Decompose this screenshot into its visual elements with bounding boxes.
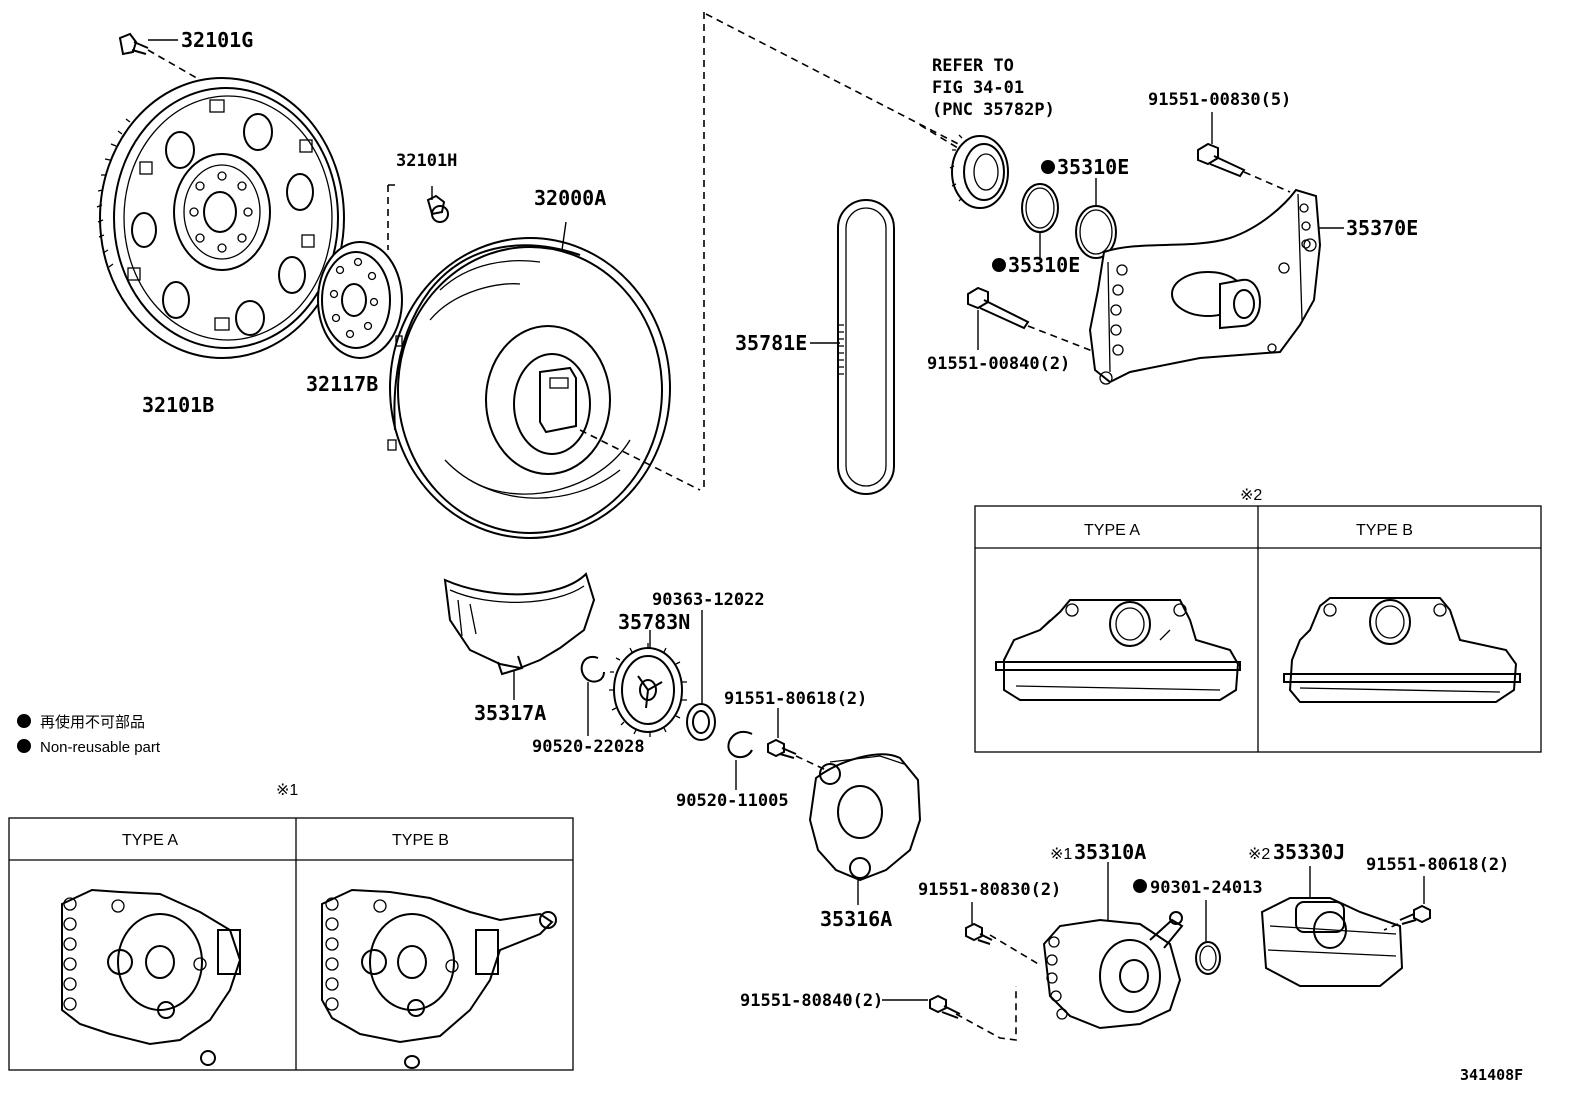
diagram-id: 341408F	[1460, 1066, 1523, 1084]
cover-35316a	[808, 753, 922, 882]
bracket-35370e	[1088, 188, 1322, 385]
label-35310a: 35310A	[1074, 840, 1146, 864]
chain-35781e	[837, 199, 895, 495]
label-refer-2: FIG 34-01	[932, 78, 1024, 98]
o-ring-90301-24013	[1195, 941, 1221, 975]
label-35317a: 35317A	[474, 701, 546, 725]
box2-mark: ※2	[1240, 487, 1262, 504]
label-90520-11005: 90520-11005	[676, 791, 789, 811]
bolt-91551-00830	[1197, 142, 1246, 178]
torque-converter-32000a	[387, 237, 671, 539]
label-32101h: 32101H	[396, 151, 457, 171]
snap-ring-90520-22028	[580, 655, 605, 683]
legend-jp: 再使用不可部品	[40, 714, 145, 731]
legend-en: Non-reusable part	[40, 739, 161, 756]
sprocket-35782p	[949, 134, 1009, 209]
label-refer-3: (PNC 35782P)	[932, 100, 1055, 120]
plate-32117b	[317, 241, 403, 359]
bolt-91551-80830	[965, 922, 993, 945]
label-35370e: 35370E	[1346, 216, 1418, 240]
bolt-91551-00840	[967, 286, 1030, 330]
snap-ring-90520-11005	[727, 731, 753, 758]
bolt-91551-80618-b	[1399, 904, 1431, 925]
label-91551-80618-a: 91551-80618(2)	[724, 689, 867, 709]
label-91551-00830: 91551-00830(5)	[1148, 90, 1291, 110]
legend-dot-jp	[17, 714, 31, 728]
box2-type-a: TYPE A	[1084, 522, 1140, 539]
label-90301-24013: 90301-24013	[1150, 878, 1263, 898]
type-box-1	[8, 817, 574, 1071]
type-box-2	[974, 505, 1542, 753]
bolt-32101g	[118, 32, 149, 56]
label-refer-1: REFER TO	[932, 56, 1014, 76]
box1-mark: ※1	[276, 782, 298, 799]
drive-plate-32101b	[96, 77, 345, 359]
label-35316a: 35316A	[820, 907, 892, 931]
box1-type-a: TYPE A	[122, 832, 178, 849]
pump-type-b-1	[321, 888, 557, 1069]
oil-pump-35310a	[1042, 911, 1184, 1030]
strainer-35330j	[1260, 897, 1404, 987]
gear-35783n	[609, 643, 687, 737]
pump-type-a-1	[61, 888, 242, 1066]
bearing-90363-12022	[686, 703, 716, 741]
o-ring-35310e-a	[1021, 183, 1059, 233]
strainer-type-b-2	[1283, 597, 1521, 703]
bolt-91551-80618-a	[767, 738, 797, 759]
box2-type-b: TYPE B	[1356, 522, 1413, 539]
label-32117b: 32117B	[306, 372, 378, 396]
strainer-type-a-2	[995, 599, 1241, 701]
label-90363-12022: 90363-12022	[652, 590, 765, 610]
label-32101b: 32101B	[142, 393, 214, 417]
label-91551-80618-b: 91551-80618(2)	[1366, 855, 1509, 875]
bolt-32101h	[426, 194, 449, 223]
label-90520-22028: 90520-22028	[532, 737, 645, 757]
label-35310e-a: 35310E	[1057, 155, 1129, 179]
label-35310a-mark: ※1	[1050, 846, 1072, 863]
label-35781e: 35781E	[735, 331, 807, 355]
label-32101g: 32101G	[181, 28, 253, 52]
label-91551-00840: 91551-00840(2)	[927, 354, 1070, 374]
label-35310e-b: 35310E	[1008, 253, 1080, 277]
label-32000a: 32000A	[534, 186, 606, 210]
legend-dot-en	[17, 739, 31, 753]
label-35783n: 35783N	[618, 610, 690, 634]
label-35330j-mark: ※2	[1248, 846, 1270, 863]
bolt-91551-80840	[929, 994, 961, 1019]
box1-type-b: TYPE B	[392, 832, 449, 849]
cover-35317a	[443, 572, 596, 676]
label-35330j: 35330J	[1273, 840, 1345, 864]
label-91551-80830: 91551-80830(2)	[918, 880, 1061, 900]
label-91551-80840: 91551-80840(2)	[740, 991, 883, 1011]
